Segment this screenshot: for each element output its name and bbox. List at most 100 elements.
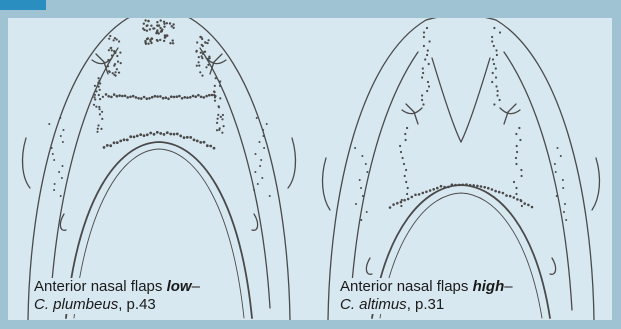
pore-dot — [407, 187, 409, 189]
pore-dot — [199, 71, 201, 73]
pore-dot — [516, 198, 519, 201]
pore-dot — [98, 94, 100, 96]
pore-dot — [499, 99, 501, 101]
pore-dot — [256, 117, 258, 119]
pore-dot — [402, 157, 404, 159]
pore-dot — [109, 71, 111, 73]
section-color-tab — [0, 0, 46, 10]
pore-dot — [201, 44, 203, 46]
pore-dot — [184, 96, 187, 99]
pore-dot — [114, 52, 116, 54]
pore-dot — [403, 163, 405, 165]
pore-dot — [214, 95, 216, 97]
pore-dot — [427, 81, 429, 83]
pore-dot — [107, 59, 109, 61]
pore-dot — [443, 186, 446, 189]
pore-dot — [392, 203, 395, 206]
pore-dot — [400, 151, 402, 153]
pore-dot — [113, 50, 115, 52]
caption-left-line1: Anterior nasal flaps low– — [34, 278, 200, 296]
pore-dot — [111, 49, 113, 51]
pore-dot — [196, 140, 199, 143]
pore-dot — [491, 81, 493, 83]
pore-dot — [257, 183, 259, 185]
pore-dot — [214, 100, 216, 102]
pore-dot — [493, 27, 495, 29]
pore-dot — [565, 219, 567, 221]
pore-dot — [198, 65, 200, 67]
pore-dot — [156, 95, 159, 98]
pore-dot — [124, 95, 127, 98]
pore-dot — [99, 98, 101, 100]
pore-dot — [193, 139, 196, 142]
pore-dot — [208, 39, 210, 41]
pore-dot — [436, 187, 439, 190]
pore-dot — [399, 145, 401, 147]
pore-dot — [147, 43, 149, 45]
pore-dot — [123, 138, 126, 141]
pore-dot — [365, 163, 367, 165]
pore-dot — [427, 49, 429, 51]
pore-dot — [476, 185, 479, 188]
pore-dot — [205, 95, 208, 98]
pore-dot — [262, 129, 264, 131]
pore-dot — [172, 39, 174, 41]
pore-dot — [520, 169, 522, 171]
pore-dot — [159, 132, 162, 135]
pore-dot — [98, 80, 100, 82]
pore-dot — [63, 129, 65, 131]
pore-dot — [126, 96, 129, 99]
pore-dot — [255, 153, 257, 155]
pore-dot — [211, 94, 214, 97]
pore-dot — [152, 27, 154, 29]
pore-dot — [491, 36, 493, 38]
pore-dot — [217, 118, 219, 120]
pore-dot — [105, 93, 108, 96]
pore-dot — [497, 90, 499, 92]
pore-dot — [101, 118, 103, 120]
pore-dot — [58, 171, 60, 173]
caption-left-page: , p.43 — [118, 296, 156, 313]
pore-dot — [513, 181, 515, 183]
pore-dot — [156, 40, 158, 42]
pore-dot — [129, 135, 132, 138]
pore-dot — [499, 31, 501, 33]
pore-dot — [496, 54, 498, 56]
pore-dot — [117, 61, 119, 63]
pore-dot — [51, 147, 53, 149]
pore-dot — [418, 193, 421, 196]
pore-dot — [360, 219, 362, 221]
pore-dot — [119, 140, 122, 143]
pore-dot — [495, 76, 497, 78]
pore-dot — [62, 165, 64, 167]
pore-dot — [197, 94, 200, 97]
pore-dot — [93, 104, 95, 106]
pore-dot — [203, 141, 206, 144]
caption-right-page: , p.31 — [407, 296, 445, 313]
pore-dot — [520, 200, 523, 203]
pore-dot — [108, 38, 110, 40]
pore-dot — [218, 105, 220, 107]
pore-dot — [149, 132, 152, 135]
pore-dot — [170, 95, 173, 98]
pore-dot — [97, 128, 99, 130]
pore-dot — [203, 51, 205, 53]
pore-dot — [189, 96, 192, 99]
pore-dot — [451, 183, 454, 186]
pore-dot — [149, 28, 151, 30]
pore-dot — [99, 82, 101, 84]
pore-dot — [494, 190, 497, 193]
pore-dot — [480, 185, 483, 188]
pore-dot — [269, 195, 271, 197]
pore-dot — [48, 123, 50, 125]
pore-dot — [120, 62, 122, 64]
pore-dot — [424, 58, 426, 60]
pore-dot — [214, 91, 216, 93]
pore-dot — [523, 202, 526, 205]
pore-dot — [181, 97, 184, 100]
pore-dot — [99, 113, 101, 115]
pore-dot — [121, 95, 124, 98]
pore-dot — [139, 133, 142, 136]
pore-dot — [564, 203, 566, 205]
pore-dot — [557, 147, 559, 149]
